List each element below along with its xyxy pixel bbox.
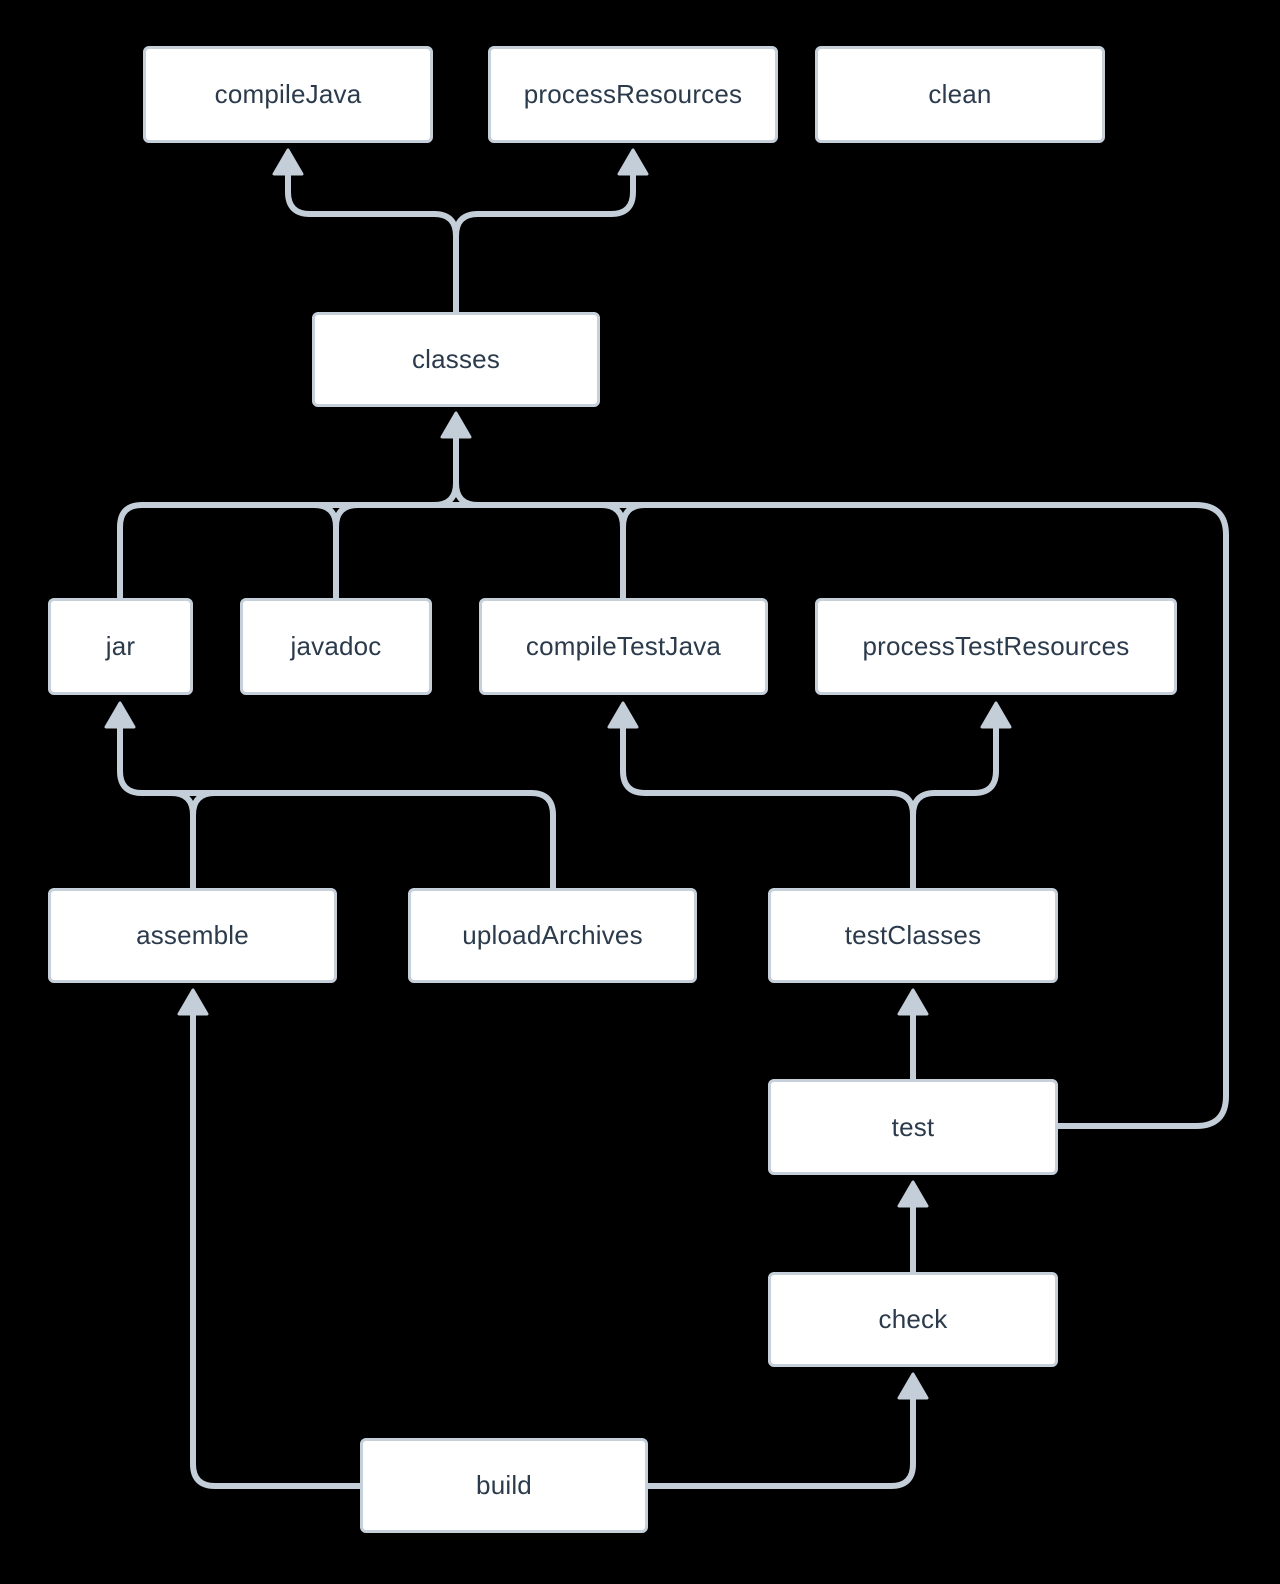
node-testclasses: testClasses bbox=[768, 888, 1058, 983]
edge-assemble-flare bbox=[190, 790, 218, 818]
arrowhead-into-check bbox=[897, 1372, 929, 1400]
arrowhead-into-testclasses bbox=[897, 988, 929, 1016]
edge-test-to-classes-long-line bbox=[1055, 502, 1229, 1129]
node-jar: jar bbox=[48, 598, 193, 695]
arrowhead-into-compiletestjava bbox=[607, 701, 639, 729]
edge-testclasses-to-processtestresources bbox=[932, 722, 999, 796]
edge-testclasses-to-compiletestjava bbox=[620, 722, 894, 796]
edge-classes-to-compilejava bbox=[285, 169, 459, 315]
edge-check-to-test bbox=[897, 1180, 929, 1275]
edge-compiletestjava-to-classes bbox=[598, 502, 626, 601]
edge-group-classes-to-sources bbox=[272, 148, 649, 315]
node-uploadarchives: uploadArchives bbox=[408, 888, 697, 983]
node-processtestresources: processTestResources bbox=[815, 598, 1177, 695]
node-assemble: assemble bbox=[48, 888, 337, 983]
edge-compiletestjava-flare bbox=[620, 502, 648, 530]
arrowhead-into-jar bbox=[104, 701, 136, 729]
edge-javadoc-to-classes bbox=[311, 502, 339, 601]
edge-uploadarchives-to-jar bbox=[117, 722, 556, 891]
edge-group-into-classes bbox=[117, 411, 1229, 1129]
edge-javadoc-flare bbox=[333, 502, 361, 530]
edge-build-to-check-line bbox=[645, 1393, 916, 1489]
edge-testclasses-stem-flare bbox=[910, 790, 938, 818]
arrowhead-into-classes bbox=[440, 411, 472, 439]
edge-build-to-assemble bbox=[177, 988, 363, 1489]
arrowhead-into-processresources bbox=[617, 148, 649, 176]
edge-classes-stem-flare-left bbox=[431, 480, 459, 508]
edge-build-to-assemble-line bbox=[190, 1009, 363, 1489]
arrowhead-into-assemble bbox=[177, 988, 209, 1016]
edge-build-to-check bbox=[645, 1372, 929, 1489]
arrowhead-into-processtestresources bbox=[980, 701, 1012, 729]
node-javadoc: javadoc bbox=[240, 598, 432, 695]
edge-classes-stem-flare-right bbox=[453, 480, 481, 508]
edge-jar-to-classes bbox=[117, 502, 145, 601]
arrowhead-into-compilejava bbox=[272, 148, 304, 176]
node-compiletestjava: compileTestJava bbox=[479, 598, 768, 695]
node-check: check bbox=[768, 1272, 1058, 1367]
edge-testclasses-stem bbox=[888, 790, 916, 891]
node-compilejava: compileJava bbox=[143, 46, 433, 143]
node-build: build bbox=[360, 1438, 648, 1533]
edge-group-testclasses-deps bbox=[607, 701, 1012, 891]
arrowhead-into-test bbox=[897, 1180, 929, 1208]
edge-classes-to-processresources bbox=[453, 169, 636, 239]
node-classes: classes bbox=[312, 312, 600, 407]
node-test: test bbox=[768, 1079, 1058, 1175]
node-clean: clean bbox=[815, 46, 1105, 143]
edge-group-into-jar bbox=[104, 701, 556, 891]
edge-assemble-to-jar bbox=[168, 790, 196, 891]
edge-test-to-testclasses bbox=[897, 988, 929, 1082]
node-processresources: processResources bbox=[488, 46, 778, 143]
